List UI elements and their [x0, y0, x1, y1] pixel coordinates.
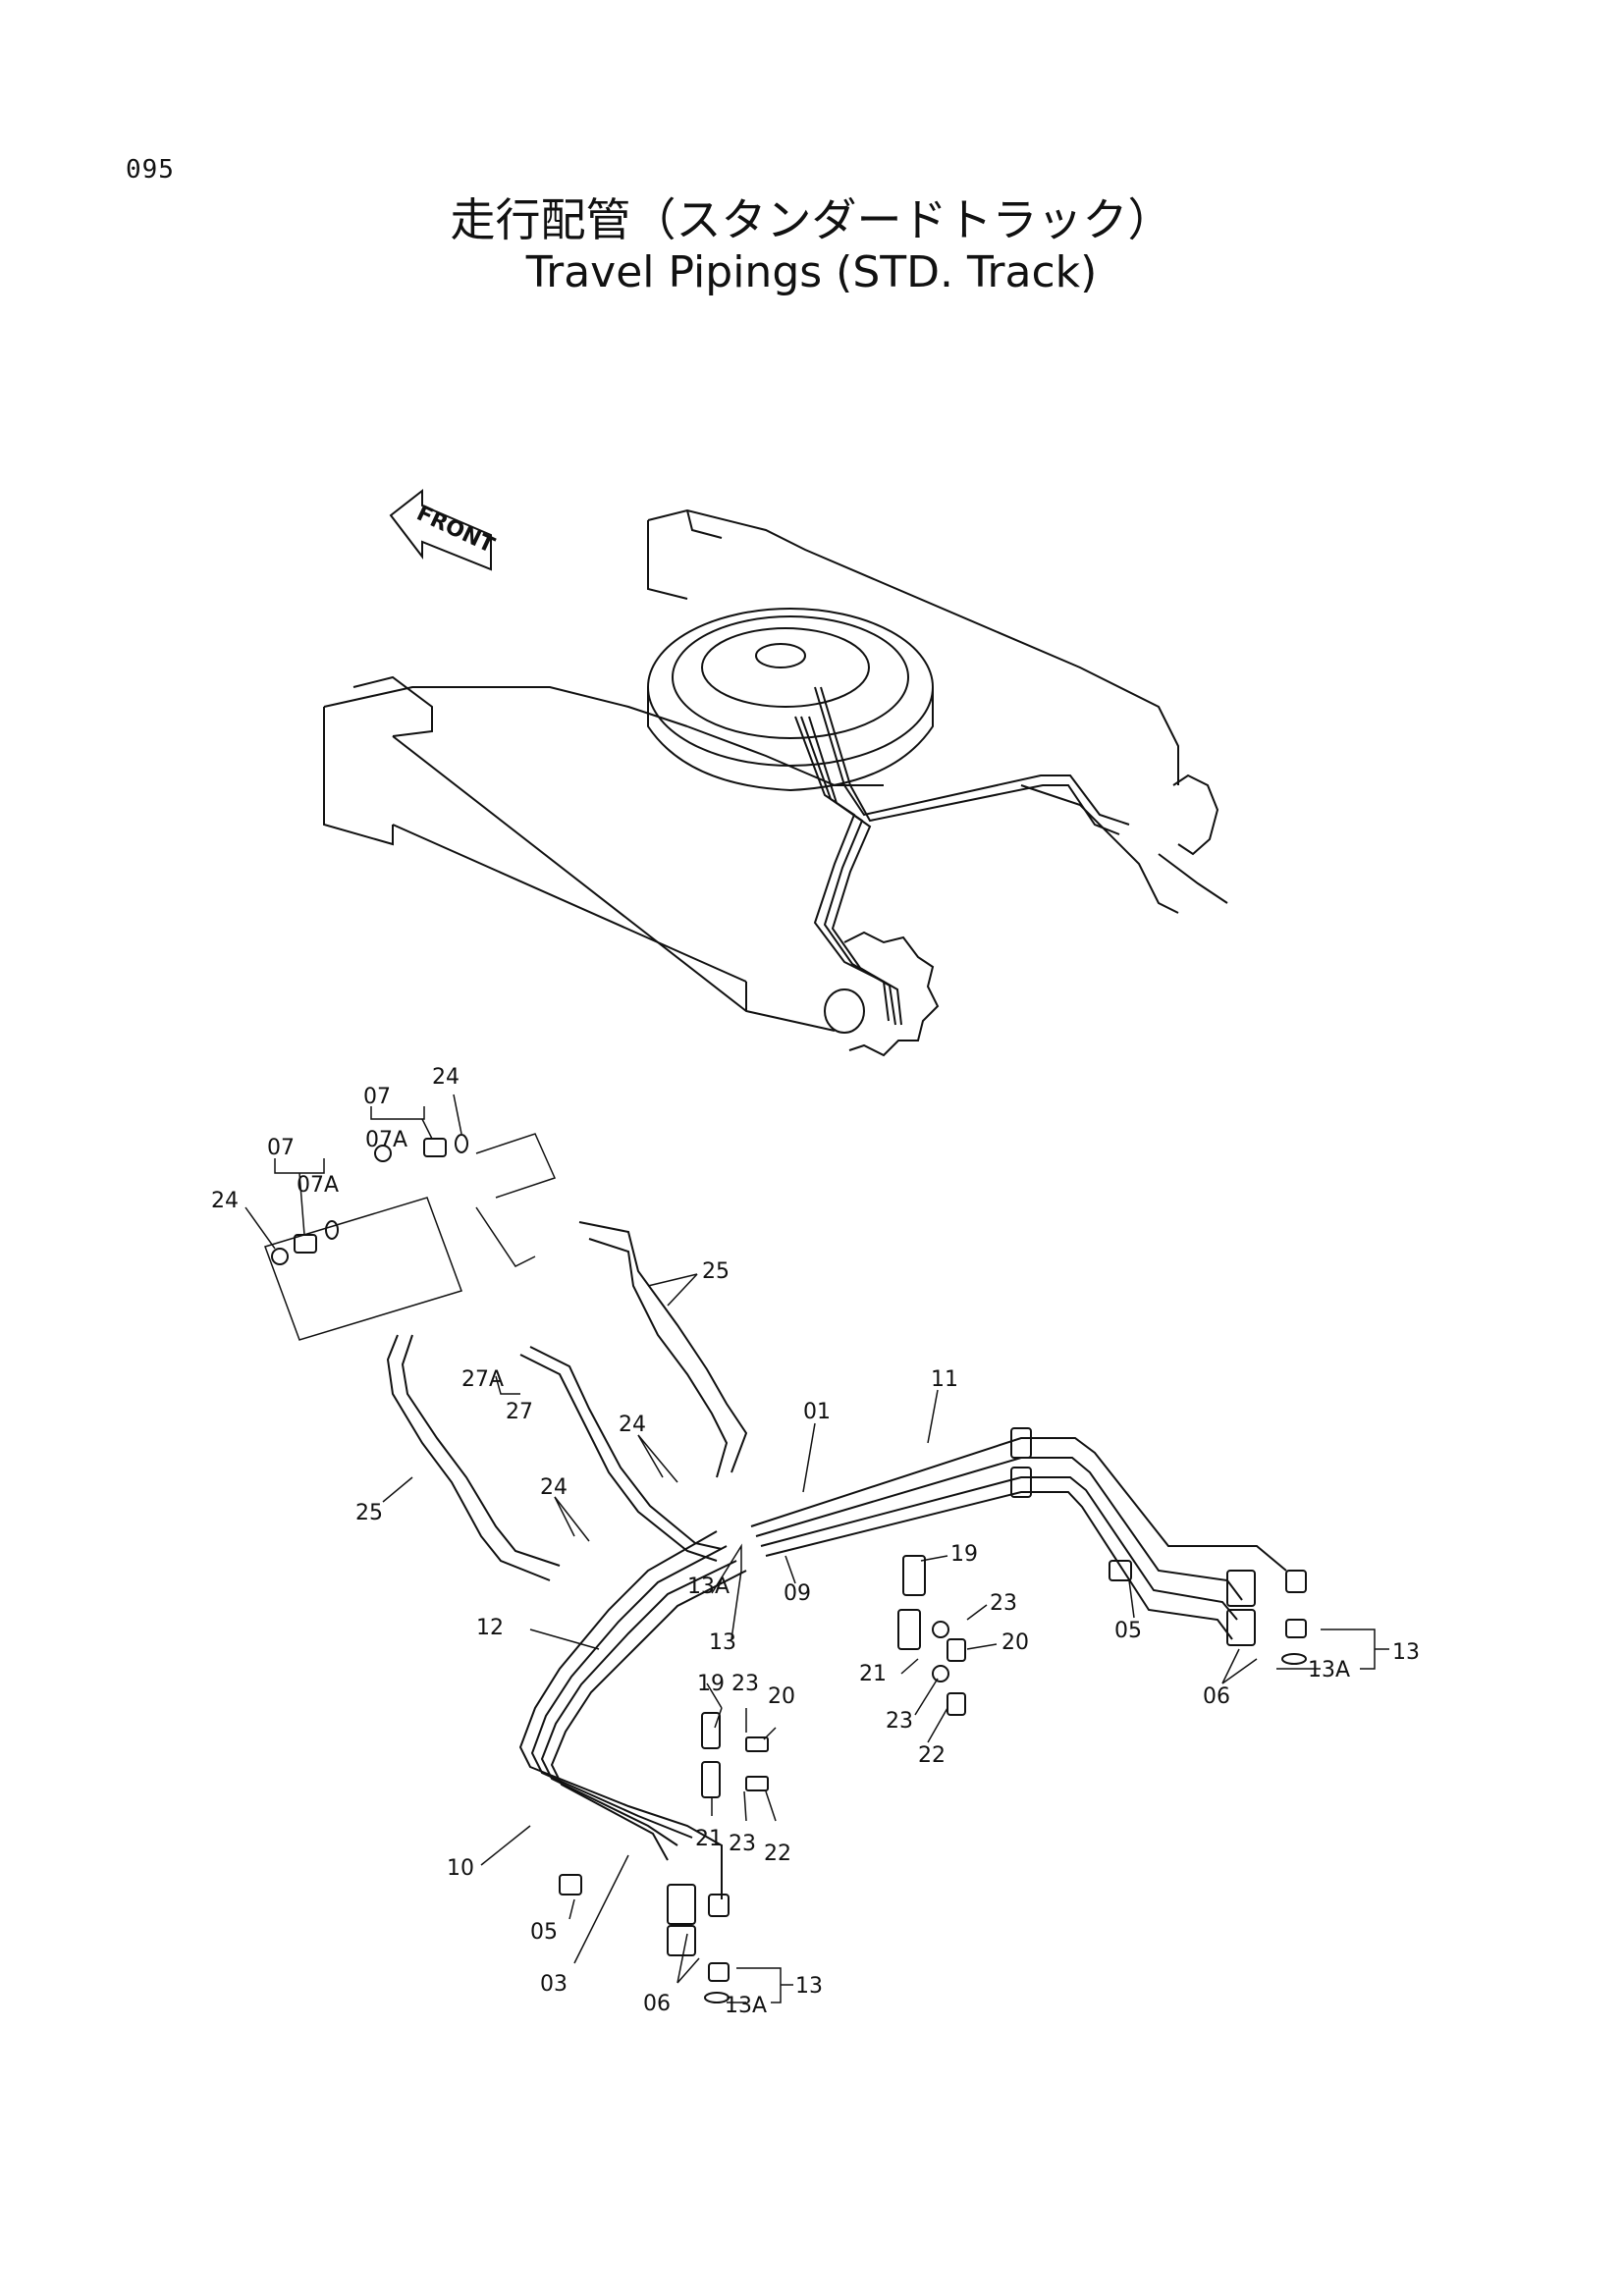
callout-labels: 24 07 07A 07 07A 24 25 27A 27 24 24 25 0…: [211, 1065, 1420, 2018]
callout-label: 13A: [725, 1994, 767, 2018]
callout-label: 24: [619, 1413, 646, 1437]
callout-label: 23: [731, 1672, 759, 1696]
callout-label: 22: [918, 1743, 946, 1768]
callout-label: 24: [540, 1475, 568, 1500]
callout-label: 21: [695, 1827, 723, 1851]
track-frame-drawing: [323, 508, 1228, 1057]
callout-label: 24: [432, 1065, 460, 1090]
callout-label: 23: [886, 1709, 913, 1734]
callout-label: 05: [1114, 1619, 1142, 1643]
callout-label: 27: [506, 1400, 533, 1424]
callout-label: 01: [803, 1400, 831, 1424]
callout-label: 21: [859, 1662, 887, 1686]
callout-label: 20: [1001, 1630, 1029, 1655]
callout-label: 13: [795, 1974, 823, 1999]
callout-label: 07: [267, 1136, 295, 1160]
title-japanese: 走行配管（スタンダードトラック）: [450, 193, 1173, 246]
callout-label: 07A: [297, 1173, 339, 1198]
callout-label: 19: [950, 1542, 978, 1567]
callout-label: 23: [729, 1832, 756, 1856]
callout-label: 10: [447, 1856, 474, 1881]
callout-label: 05: [530, 1920, 558, 1945]
callout-label: 09: [784, 1581, 811, 1606]
callout-label: 12: [476, 1616, 504, 1640]
title-english: Travel Pipings (STD. Track): [525, 247, 1098, 297]
callout-label: 13: [1392, 1640, 1420, 1665]
callout-label: 07: [363, 1085, 391, 1109]
callout-label: 19: [697, 1672, 725, 1696]
callout-label: 20: [768, 1684, 795, 1709]
callout-label: 27A: [461, 1367, 504, 1392]
callout-label: 07A: [365, 1128, 407, 1152]
callout-label: 06: [1203, 1684, 1230, 1709]
callout-label: 23: [990, 1591, 1017, 1616]
page-number: 095: [126, 155, 175, 185]
callout-label: 06: [643, 1992, 671, 2016]
callout-label: 13: [709, 1630, 736, 1655]
front-arrow-icon: FRONT: [389, 488, 498, 571]
callout-label: 13A: [1308, 1658, 1350, 1682]
callout-label: 03: [540, 1972, 568, 1997]
callout-label: 24: [211, 1189, 239, 1213]
callout-label: 11: [931, 1367, 958, 1392]
callout-label: 22: [764, 1842, 791, 1866]
callout-label: 25: [355, 1501, 383, 1525]
front-arrow-label: FRONT: [412, 502, 498, 559]
piping-components-drawing: [244, 1094, 1389, 2003]
callout-label: 25: [702, 1259, 730, 1284]
callout-label: 13A: [687, 1575, 730, 1599]
